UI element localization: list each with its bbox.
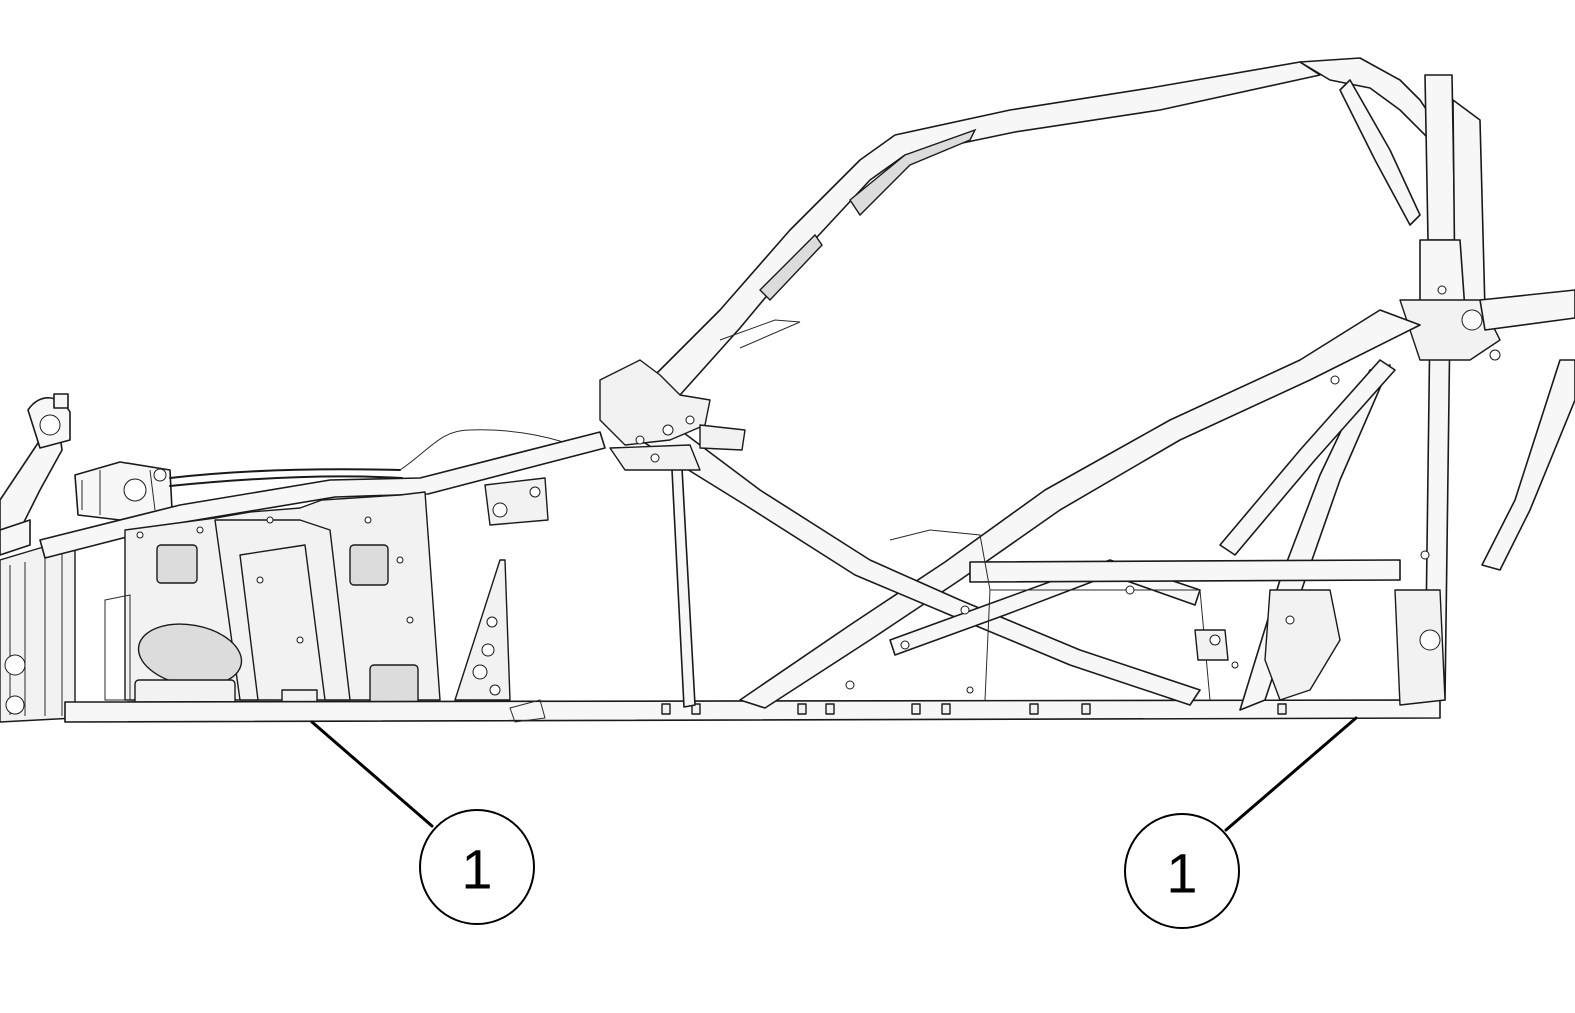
callout-number: 1 <box>1166 842 1197 905</box>
main-diagonal-tube <box>739 309 1421 709</box>
x-brace-b <box>889 559 1201 656</box>
rear-upper-rail <box>1479 289 1575 331</box>
frame-holes <box>845 375 1430 694</box>
seat-post <box>671 467 696 708</box>
callout-circle <box>419 809 535 925</box>
vehicle-frame-illustration <box>0 57 1575 723</box>
side-plates <box>104 491 441 716</box>
rear-wheel-plate <box>1264 589 1446 706</box>
a-pillar-mount <box>599 319 801 471</box>
rear-strut <box>1481 359 1575 571</box>
callout-number: 1 <box>461 838 492 901</box>
steering-linkage <box>74 429 581 521</box>
bottom-main-rail <box>64 699 1441 723</box>
callout-1-left: 1 <box>310 720 535 925</box>
x-brace-a <box>639 429 1201 706</box>
callout-leader-line <box>310 720 434 828</box>
rail-tabs <box>661 703 1287 715</box>
rear-cross-tube <box>1219 359 1396 556</box>
front-bulkhead <box>0 393 76 723</box>
mid-horizontal-rail <box>969 559 1401 583</box>
callout-1-right: 1 <box>1124 716 1358 929</box>
roll-cage-a-pillar <box>649 61 1321 396</box>
callout-circle <box>1124 813 1240 929</box>
mid-gusset <box>454 477 549 701</box>
callout-leader-line <box>1224 716 1358 832</box>
